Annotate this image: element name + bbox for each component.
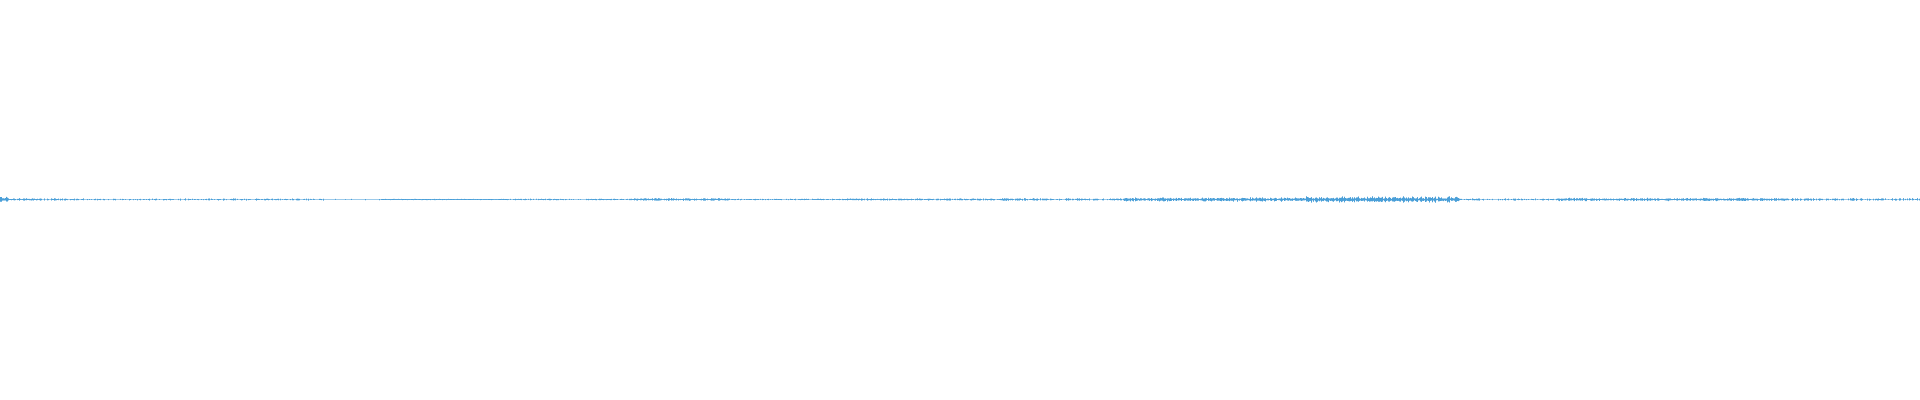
waveform-samples bbox=[0, 196, 1920, 203]
